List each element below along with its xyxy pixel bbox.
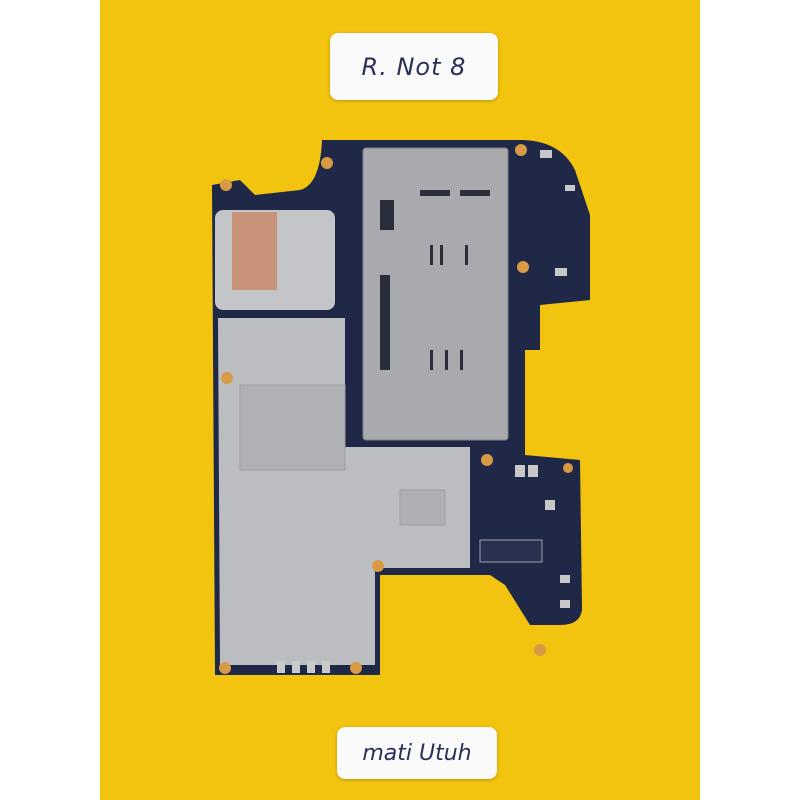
condition-label: mati Utuh [337, 727, 497, 779]
copper-tape [232, 212, 277, 290]
flex-connector [479, 539, 543, 563]
sim-card-tray [362, 147, 509, 441]
model-label: R. Not 8 [330, 33, 498, 100]
screw-holes [219, 144, 573, 674]
